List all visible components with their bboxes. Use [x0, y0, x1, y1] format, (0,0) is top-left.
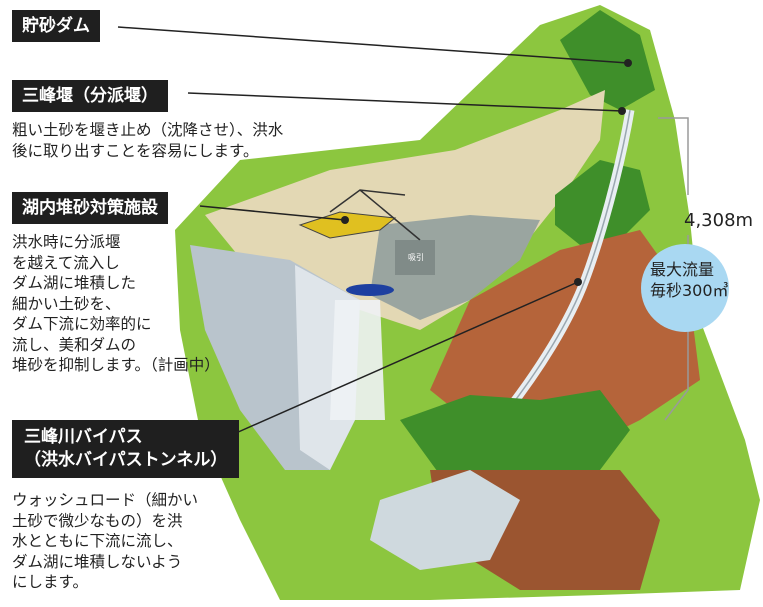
description-facility: 洪水時に分派堰 を越えて流入し ダム湖に堆積した 細かい土砂を、 ダム下流に効率… — [12, 233, 220, 374]
leader-dot-sand-dam — [624, 59, 632, 67]
leader-dot-bypass — [574, 278, 582, 286]
lower-forest — [400, 390, 630, 480]
leader-dot-facility — [341, 216, 349, 224]
upper-ridge — [560, 10, 655, 110]
label-sand-storage-dam: 貯砂ダム — [12, 10, 100, 42]
leader-line-bypass — [235, 281, 579, 434]
description-bypass: ウォッシュロード（細かい 土砂で微少なもの）を洪 水とともに下流に流し、 ダム湖… — [12, 491, 199, 591]
label-bypass-line1: 三峰川バイパス — [24, 427, 143, 447]
spillway-gate — [346, 284, 394, 296]
leader-line-facility — [199, 205, 346, 221]
max-flow-text: 最大流量 毎秒300㎥ — [650, 260, 729, 300]
leader-line-sand-dam — [117, 26, 629, 64]
right-forest — [555, 160, 650, 245]
label-in-lake-facility: 湖内堆砂対策施設 — [12, 192, 168, 224]
leader-line-weir — [187, 92, 623, 112]
label-bypass-line2: （洪水バイパストンネル） — [24, 450, 228, 470]
leader-dot-weir — [618, 107, 626, 115]
max-flow-bubble — [641, 244, 729, 332]
spillway-water — [330, 300, 385, 420]
intake-structure — [395, 240, 435, 275]
description-weir: 粗い土砂を堰き止め（沈降させ）、洪水 後に取り出すことを容易にします。 — [12, 121, 284, 160]
label-mitsumine-weir: 三峰堰（分派堰） — [12, 80, 168, 112]
intake-label: 吸引 — [408, 253, 424, 262]
label-bypass: 三峰川バイパス （洪水バイパストンネル） — [12, 420, 240, 478]
outlet-water — [370, 470, 520, 570]
tunnel-length: 4,308m — [684, 210, 754, 231]
